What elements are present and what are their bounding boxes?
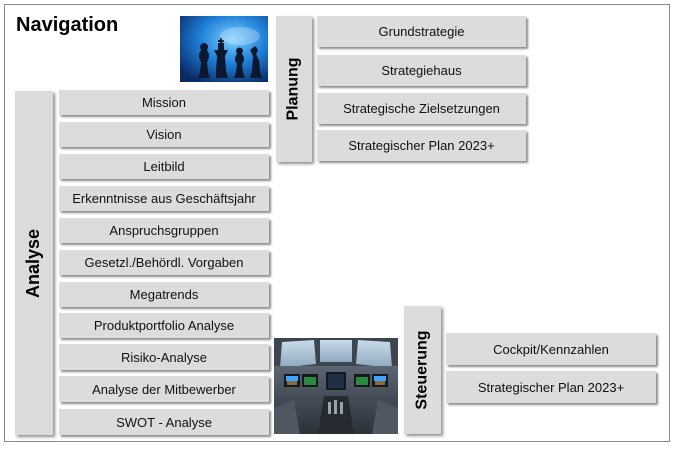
planung-item-grundstrategie[interactable]: Grundstrategie <box>317 16 526 47</box>
planung-item-strategischer-plan[interactable]: Strategischer Plan 2023+ <box>317 130 526 161</box>
airplane-cockpit-image <box>274 338 398 434</box>
analyse-item-anspruchsgruppen[interactable]: Anspruchsgruppen <box>59 218 269 243</box>
analyse-side-label[interactable]: Analyse <box>15 91 53 435</box>
analyse-item-megatrends[interactable]: Megatrends <box>59 282 269 307</box>
analyse-item-produktportfolio[interactable]: Produktportfolio Analyse <box>59 313 269 338</box>
analyse-item-risiko[interactable]: Risiko-Analyse <box>59 344 269 370</box>
chess-pieces-icon <box>180 16 268 82</box>
analyse-item-mitbewerber[interactable]: Analyse der Mitbewerber <box>59 376 269 402</box>
planung-item-strategische-zielsetzungen[interactable]: Strategische Zielsetzungen <box>317 93 526 124</box>
analyse-item-erkenntnisse[interactable]: Erkenntnisse aus Geschäftsjahr <box>59 186 269 211</box>
planung-item-strategiehaus[interactable]: Strategiehaus <box>317 55 526 86</box>
analyse-item-swot[interactable]: SWOT - Analyse <box>59 409 269 435</box>
steuerung-item-cockpit[interactable]: Cockpit/Kennzahlen <box>446 333 656 365</box>
steuerung-side-label[interactable]: Steuerung <box>404 306 441 434</box>
page-title: Navigation <box>16 14 119 36</box>
analyse-item-vision[interactable]: Vision <box>59 122 269 147</box>
analyse-item-mission[interactable]: Mission <box>59 90 269 115</box>
steuerung-item-strategischer-plan[interactable]: Strategischer Plan 2023+ <box>446 371 656 403</box>
cockpit-icon <box>274 338 398 434</box>
planung-side-label[interactable]: Planung <box>276 16 312 162</box>
planung-label: Planung <box>285 57 303 121</box>
analyse-label: Analyse <box>23 228 44 298</box>
analyse-item-leitbild[interactable]: Leitbild <box>59 154 269 179</box>
chess-pieces-image <box>180 16 268 82</box>
analyse-item-vorgaben[interactable]: Gesetzl./Behördl. Vorgaben <box>59 250 269 275</box>
steuerung-label: Steuerung <box>413 330 431 410</box>
